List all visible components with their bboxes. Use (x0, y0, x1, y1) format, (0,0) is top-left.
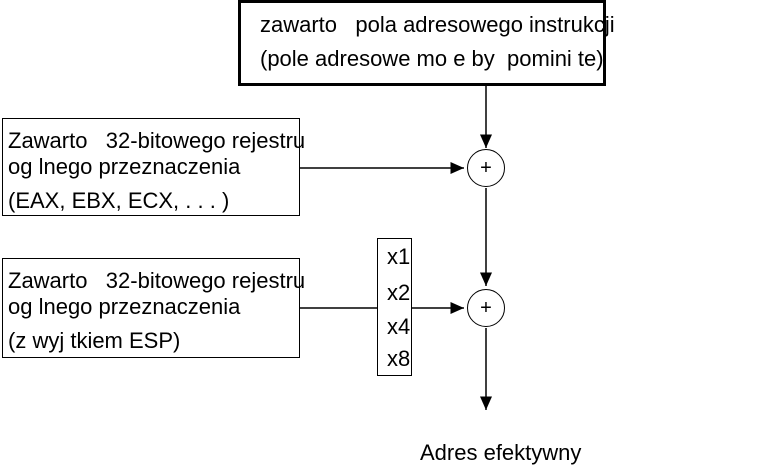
effective-address-label: Adres efektywny (420, 440, 582, 465)
base-register-line1: Zawarto 32-bitowego rejestru (8, 128, 306, 153)
adder-symbol: + (480, 296, 492, 319)
scale-option-x1: x1 (387, 244, 411, 269)
displacement-box (238, 0, 606, 86)
scale-option-x2: x2 (387, 280, 411, 305)
displacement-line1: zawarto pola adresowego instrukcji (260, 12, 615, 37)
base-register-box (2, 118, 300, 216)
scale-option-x8: x8 (387, 346, 411, 371)
index-register-line2: og lnego przeznaczenia (8, 294, 241, 319)
index-register-line3: (z wyj tkiem ESP) (8, 328, 181, 353)
index-register-line1: Zawarto 32-bitowego rejestru (8, 268, 306, 293)
displacement-line2: (pole adresowe mo e by pomini te) (260, 46, 604, 71)
adder-symbol: + (480, 156, 492, 179)
adder-node-1: + (467, 149, 505, 187)
adder-node-2: + (467, 289, 505, 327)
index-register-box (2, 258, 300, 358)
base-register-line2: og lnego przeznaczenia (8, 154, 241, 179)
scale-factor-box (377, 238, 412, 376)
scale-option-x4: x4 (387, 314, 411, 339)
base-register-line3: (EAX, EBX, ECX, . . . ) (8, 188, 230, 213)
